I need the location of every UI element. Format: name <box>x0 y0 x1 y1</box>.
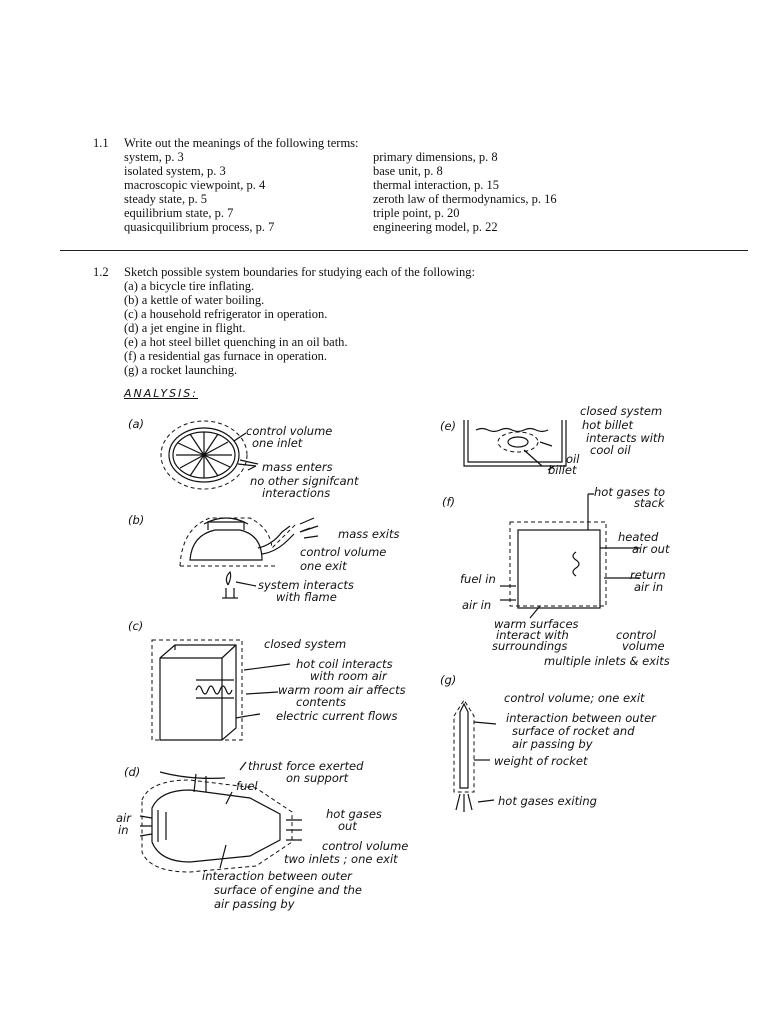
rocket-sketch <box>453 699 497 812</box>
note: out <box>338 819 357 833</box>
note: thrust force exerted <box>248 759 364 773</box>
note: control volume <box>322 839 409 853</box>
term-right: primary dimensions, p. 8 <box>373 150 498 164</box>
note: interact with <box>496 628 569 642</box>
problem-1-2-prompt: Sketch possible system boundaries for st… <box>124 265 475 279</box>
term-right: zeroth law of thermodynamics, p. 16 <box>373 192 557 206</box>
note: air in <box>462 598 492 612</box>
term-left: quasicquilibrium process, p. 7 <box>124 220 275 234</box>
note: interaction between outer <box>506 711 656 725</box>
note: return <box>630 568 666 582</box>
note: fuel <box>236 779 258 793</box>
note: hot gases to <box>594 485 666 499</box>
note: cool oil <box>590 443 631 457</box>
analysis-g-label: (g) <box>440 673 457 687</box>
note: billet <box>548 463 577 477</box>
analysis-f-label: (f) <box>442 495 456 509</box>
note: interacts with <box>586 431 665 445</box>
note: weight of rocket <box>494 754 588 768</box>
term-right: triple point, p. 20 <box>373 206 460 220</box>
tire-sketch <box>160 420 259 490</box>
furnace-sketch <box>500 493 640 619</box>
note: air <box>116 811 131 825</box>
note: system interacts <box>258 578 354 592</box>
note: with flame <box>276 590 337 604</box>
note: warm room air affects <box>278 683 406 697</box>
note: multiple inlets & exits <box>544 654 670 668</box>
note: electric current flows <box>276 709 398 723</box>
note: stack <box>634 496 665 510</box>
note: mass exits <box>338 527 400 541</box>
note: two inlets ; one exit <box>284 852 398 866</box>
problem-1-1-number: 1.1 <box>93 136 109 150</box>
analysis-d-label: (d) <box>124 765 141 779</box>
problem-item: (e) a hot steel billet quenching in an o… <box>124 335 348 349</box>
note: on support <box>286 771 349 785</box>
note: air in <box>634 580 664 594</box>
term-left: equilibrium state, p. 7 <box>124 206 234 220</box>
term-right: base unit, p. 8 <box>373 164 443 178</box>
note: heated <box>618 530 659 544</box>
note: interaction between outer <box>202 869 352 883</box>
analysis-heading: ANALYSIS: <box>124 387 198 400</box>
note: in <box>118 823 129 837</box>
note: closed system <box>580 404 663 418</box>
note: air passing by <box>214 897 295 911</box>
term-left: macroscopic viewpoint, p. 4 <box>124 178 266 192</box>
note: warm surfaces <box>494 617 579 631</box>
note: hot coil interacts <box>296 657 393 671</box>
note: no other signifcant <box>250 474 359 488</box>
term-right: thermal interaction, p. 15 <box>373 178 500 192</box>
note: one exit <box>300 559 347 573</box>
note: interactions <box>262 486 331 500</box>
note: volume <box>622 639 665 653</box>
analysis-e-label: (e) <box>440 419 457 433</box>
note: surface of rocket and <box>512 724 635 738</box>
problem-item: (b) a kettle of water boiling. <box>124 293 265 307</box>
note: contents <box>296 695 347 709</box>
problem-item: (g) a rocket launching. <box>124 363 238 377</box>
note: fuel in <box>460 572 496 586</box>
note: oil <box>566 452 580 466</box>
term-left: steady state, p. 5 <box>124 192 207 206</box>
section-divider <box>60 250 748 251</box>
note: one inlet <box>252 436 303 450</box>
problem-item: (d) a jet engine in flight. <box>124 321 246 335</box>
problem-item: (f) a residential gas furnace in operati… <box>124 349 328 363</box>
note: surroundings <box>492 639 568 653</box>
refrigerator-sketch <box>151 639 261 741</box>
problem-item: (c) a household refrigerator in operatio… <box>124 307 328 321</box>
analysis-a-label: (a) <box>128 417 145 431</box>
analysis-c-label: (c) <box>128 619 144 633</box>
note: hot gases exiting <box>498 794 597 808</box>
note: mass enters <box>262 460 333 474</box>
note: control volume <box>246 424 333 438</box>
problem-1-1-prompt: Write out the meanings of the following … <box>124 136 359 150</box>
note: surface of engine and the <box>214 883 362 897</box>
term-left: system, p. 3 <box>124 150 184 164</box>
oil-bath-sketch <box>463 420 567 467</box>
note: control <box>616 628 657 642</box>
note: with room air <box>310 669 387 683</box>
jet-engine-sketch <box>139 771 302 873</box>
problem-item: (a) a bicycle tire inflating. <box>124 279 255 293</box>
note: control volume <box>300 545 387 559</box>
note: closed system <box>264 637 347 651</box>
note: air passing by <box>512 737 593 751</box>
analysis-b-label: (b) <box>128 513 145 527</box>
note: control volume; one exit <box>504 691 645 705</box>
term-left: isolated system, p. 3 <box>124 164 226 178</box>
problem-1-2-number: 1.2 <box>93 265 109 279</box>
note: hot billet <box>582 418 633 432</box>
term-right: engineering model, p. 22 <box>373 220 498 234</box>
note: air out <box>632 542 670 556</box>
note: hot gases <box>326 807 382 821</box>
